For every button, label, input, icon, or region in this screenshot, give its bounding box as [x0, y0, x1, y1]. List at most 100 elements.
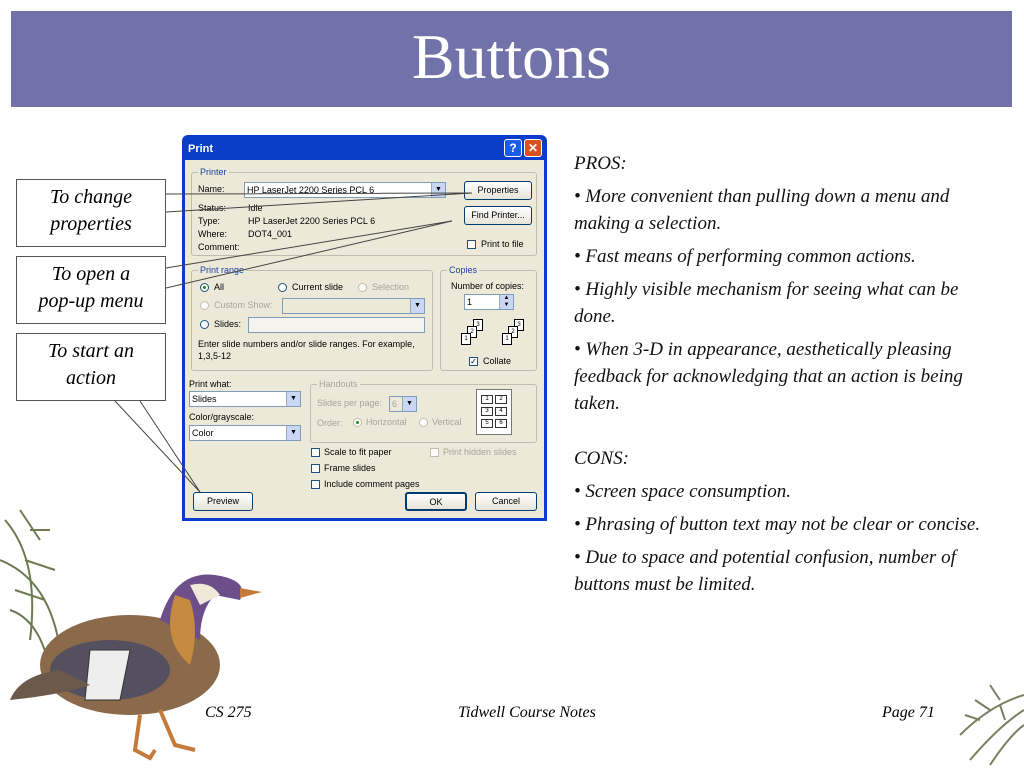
current-slide-radio[interactable] [278, 283, 287, 292]
slides-per-page-label: Slides per page: [317, 398, 383, 408]
page-stack-icon: 1 [502, 333, 512, 345]
slides-per-page-value: 6 [392, 399, 398, 409]
frame-slides-label: Frame slides [324, 463, 376, 473]
spinner-icon[interactable]: ▲▼ [499, 295, 513, 309]
custom-show-radio[interactable] [200, 301, 209, 310]
foliage-illustration [959, 684, 1024, 766]
print-dialog: Print ? ✕ Printer Name: HP LaserJet 2200… [182, 135, 547, 521]
scale-to-fit-label: Scale to fit paper [324, 447, 392, 457]
cons-item: • Screen space consumption. [574, 481, 792, 502]
dialog-title: Print [188, 143, 214, 155]
chevron-down-icon[interactable]: ▼ [402, 397, 416, 411]
print-hidden-label: Print hidden slides [443, 447, 517, 457]
handout-cell: 1 [481, 395, 493, 404]
print-what-label: Print what: [189, 379, 232, 389]
chevron-down-icon[interactable]: ▼ [286, 392, 300, 406]
page-stack-icon: 2 [467, 326, 477, 338]
frame-slides-checkbox[interactable] [311, 464, 320, 473]
callout-line: To start an [48, 340, 134, 362]
print-to-file-checkbox[interactable] [467, 240, 476, 249]
pros-item: • Highly visible mechanism for seeing wh… [574, 279, 959, 327]
spacer [574, 423, 999, 445]
dialog-body: Printer Name: HP LaserJet 2200 Series PC… [185, 160, 544, 518]
collate-checkbox[interactable]: ✓ [469, 357, 478, 366]
cons-item: • Due to space and potential confusion, … [574, 547, 956, 595]
horizontal-radio[interactable] [353, 418, 362, 427]
collate-label: Collate [483, 356, 512, 366]
page-stack-icon: 3 [473, 319, 483, 331]
where-value: DOT4_001 [248, 229, 293, 239]
cons-item: • Phrasing of button text may not be cle… [574, 514, 981, 535]
footer-notes: Tidwell Course Notes [458, 704, 596, 721]
properties-button[interactable]: Properties [464, 181, 532, 200]
callout-line: To open a [51, 263, 131, 285]
ok-button[interactable]: OK [405, 492, 467, 511]
all-radio[interactable] [200, 283, 209, 292]
printer-name-value: HP LaserJet 2200 Series PCL 6 [247, 185, 375, 195]
cancel-button[interactable]: Cancel [475, 492, 537, 511]
selection-radio[interactable] [358, 283, 367, 292]
custom-show-select[interactable]: ▼ [282, 298, 425, 314]
handout-cell: 3 [481, 407, 493, 416]
status-label: Status: [198, 203, 227, 213]
color-value: Color [192, 428, 214, 438]
duck-illustration [0, 509, 262, 761]
page-stack-icon: 1 [461, 333, 471, 345]
handout-cell: 6 [495, 419, 507, 428]
help-button[interactable]: ? [504, 139, 522, 157]
callout-change-properties: To change properties [16, 179, 166, 247]
printer-name-select[interactable]: HP LaserJet 2200 Series PCL 6 ▼ [244, 182, 446, 198]
status-value: Idle [248, 203, 263, 213]
footer-page: Page 71 [882, 704, 935, 721]
handout-cell: 2 [495, 395, 507, 404]
callout-line: pop-up menu [38, 290, 144, 312]
page-stack-icon: 3 [514, 319, 524, 331]
find-printer-button[interactable]: Find Printer... [464, 206, 532, 225]
pros-item: • More convenient than pulling down a me… [574, 186, 950, 234]
slide-title-bar: Buttons [11, 11, 1012, 107]
color-label: Color/grayscale: [189, 412, 255, 422]
slides-hint-line2: 1,3,5-12 [198, 351, 232, 361]
handout-cell: 4 [495, 407, 507, 416]
print-what-value: Slides [192, 394, 217, 404]
preview-button[interactable]: Preview [193, 492, 253, 511]
comment-label: Comment: [198, 242, 240, 252]
print-range-group-label: Print range [198, 265, 247, 275]
pros-item: • When 3-D in appearance, aesthetically … [574, 339, 963, 414]
print-range-group: Print range All Current slide Selection … [191, 265, 433, 371]
slides-per-page-select[interactable]: 6 ▼ [389, 396, 417, 412]
print-hidden-checkbox[interactable] [430, 448, 439, 457]
color-select[interactable]: Color ▼ [189, 425, 301, 441]
cons-heading: CONS: [574, 448, 629, 469]
printer-group-label: Printer [198, 167, 229, 177]
chevron-down-icon[interactable]: ▼ [286, 426, 300, 440]
callout-line: properties [50, 213, 132, 235]
include-comment-checkbox[interactable] [311, 480, 320, 489]
callout-line: To change [49, 186, 133, 208]
horizontal-label: Horizontal [366, 417, 407, 427]
pros-item: • Fast means of performing common action… [574, 246, 916, 267]
type-label: Type: [198, 216, 221, 226]
handout-cell: 5 [481, 419, 493, 428]
copies-input[interactable]: 1 ▲▼ [464, 294, 514, 310]
vertical-radio[interactable] [419, 418, 428, 427]
handout-preview: 1 2 3 4 5 6 [476, 389, 512, 435]
slides-radio[interactable] [200, 320, 209, 329]
number-of-copies-label: Number of copies: [451, 281, 525, 291]
scale-to-fit-checkbox[interactable] [311, 448, 320, 457]
all-label: All [214, 282, 225, 292]
print-to-file-label: Print to file [481, 239, 524, 249]
vertical-label: Vertical [432, 417, 462, 427]
text-column: PROS: • More convenient than pulling dow… [574, 150, 999, 604]
pros-heading: PROS: [574, 153, 627, 174]
print-what-select[interactable]: Slides ▼ [189, 391, 301, 407]
type-value: HP LaserJet 2200 Series PCL 6 [248, 216, 376, 226]
chevron-down-icon[interactable]: ▼ [431, 183, 445, 197]
selection-label: Selection [372, 282, 410, 292]
close-button[interactable]: ✕ [524, 139, 542, 157]
slides-input[interactable] [248, 317, 425, 333]
chevron-down-icon[interactable]: ▼ [410, 299, 424, 313]
copies-group: Copies Number of copies: 1 ▲▼ 3 2 1 3 2 … [440, 265, 537, 371]
slides-hint-line1: Enter slide numbers and/or slide ranges.… [198, 339, 415, 349]
current-slide-label: Current slide [292, 282, 344, 292]
